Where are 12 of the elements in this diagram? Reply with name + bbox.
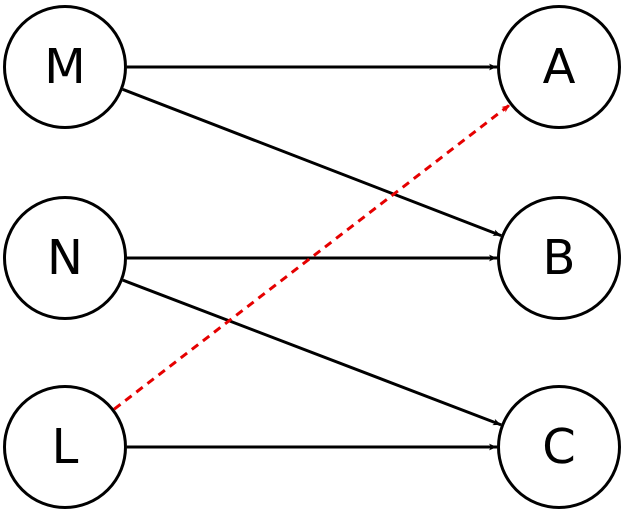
node-label: M bbox=[44, 43, 86, 91]
node-label: N bbox=[47, 234, 83, 282]
arrow bbox=[122, 278, 502, 426]
arrow bbox=[127, 254, 497, 262]
node-label: L bbox=[52, 423, 78, 471]
node-label: B bbox=[542, 234, 576, 282]
node-label: C bbox=[542, 423, 576, 471]
node-label: A bbox=[542, 43, 576, 91]
arrow bbox=[127, 444, 497, 450]
arrow bbox=[113, 104, 511, 410]
arrow bbox=[127, 64, 497, 70]
arrow bbox=[122, 88, 502, 238]
